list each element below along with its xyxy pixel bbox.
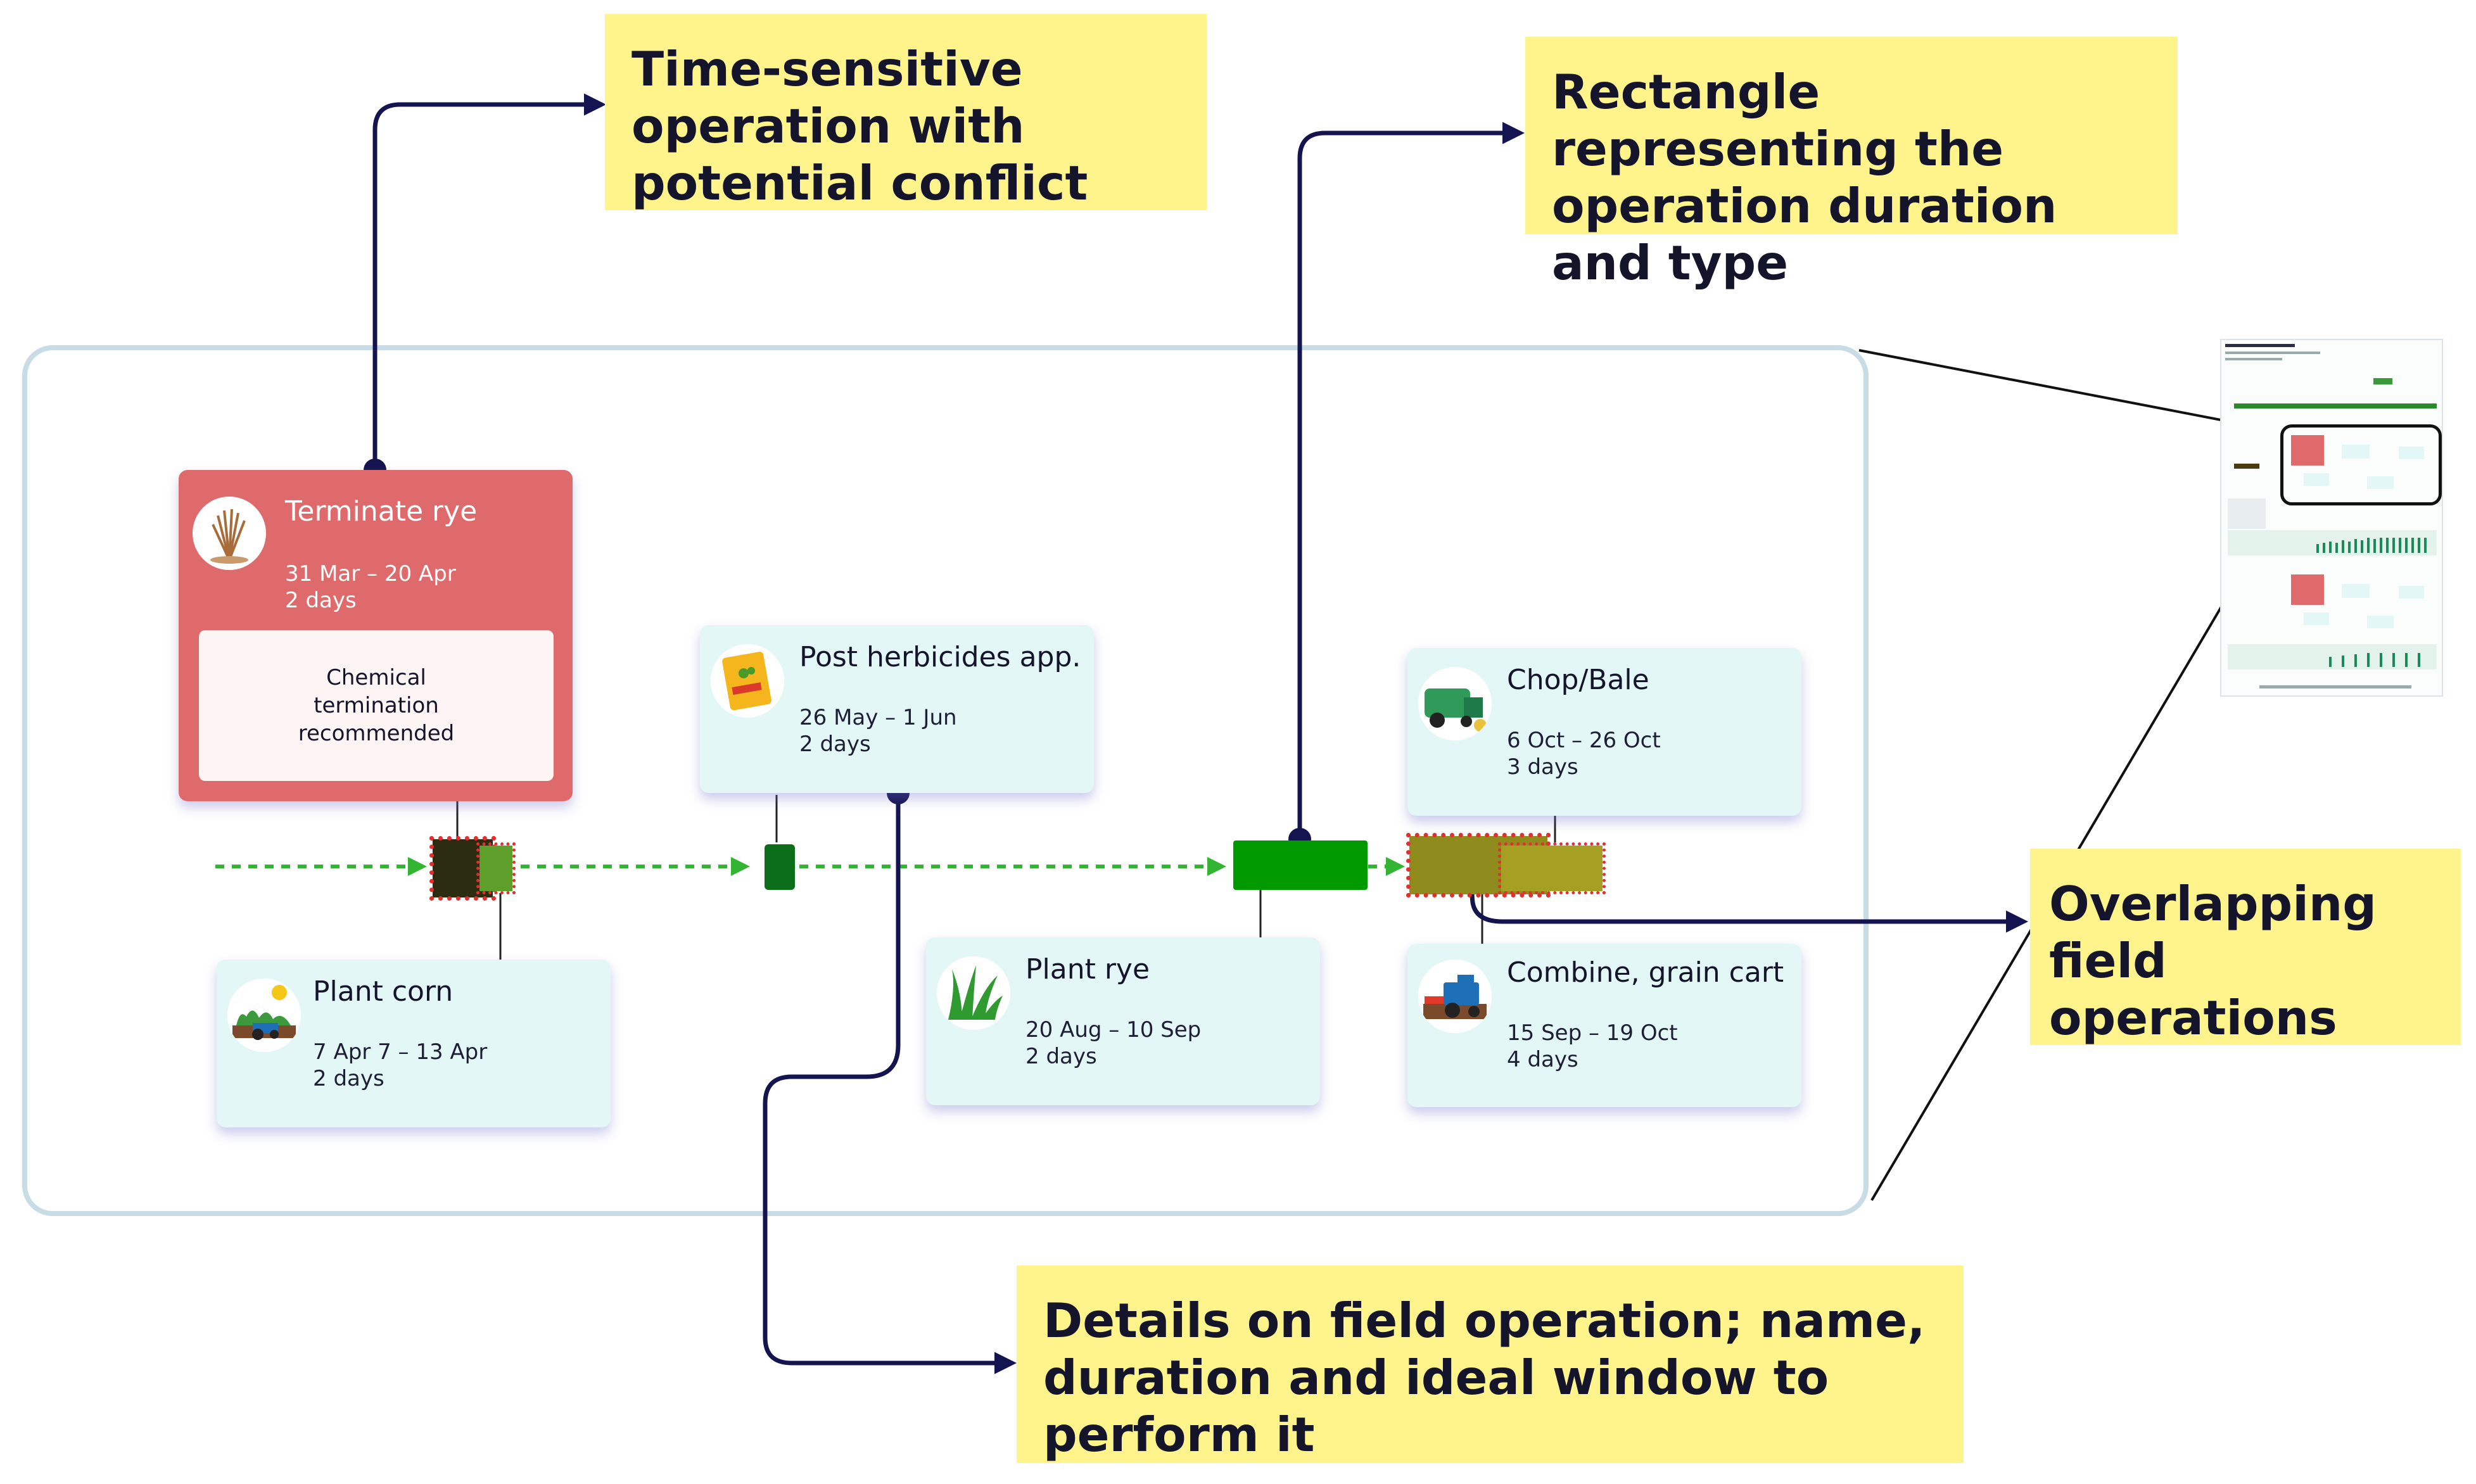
card-title: Plant corn [313,975,454,1008]
card-plant-corn[interactable]: Plant corn 7 Apr 7 – 13 Apr 2 days [217,960,611,1127]
card-duration: 3 days [1507,754,1578,780]
note-text: Rectangle representing the operation dur… [1552,64,2057,291]
card-duration: 2 days [799,732,871,757]
note-text: Overlapping field operations [2049,876,2377,1046]
card-window: 20 Aug – 10 Sep [1025,1017,1202,1043]
card-title: Chop/Bale [1507,664,1649,696]
zoom-line-top [1858,349,2287,434]
termination-recommendation: Chemical termination recommended [199,630,554,781]
card-title: Terminate rye [285,495,478,528]
herbicide-bag-icon [711,644,784,718]
card-chop-bale[interactable]: Chop/Bale 6 Oct – 26 Oct 3 days [1407,648,1801,816]
card-title: Combine, grain cart [1507,956,1784,989]
card-window: 7 Apr 7 – 13 Apr [313,1039,488,1065]
card-terminate-rye[interactable]: Terminate rye 31 Mar – 20 Apr 2 days Che… [179,470,573,801]
tractor-planting-icon [227,979,301,1052]
card-title: Post herbicides app. [799,641,1081,673]
card-title: Plant rye [1025,953,1150,986]
block-chop-bale[interactable] [1498,842,1606,894]
dry-rye-icon [193,497,266,570]
card-window: 26 May – 1 Jun [799,705,957,730]
card-post-herbicides[interactable]: Post herbicides app. 26 May – 1 Jun 2 da… [700,625,1094,793]
note-rectangle: Rectangle representing the operation dur… [1525,37,2178,291]
card-window: 31 Mar – 20 Apr [285,561,456,587]
block-plant-corn[interactable] [476,842,516,894]
note-text: Time-sensitive operation with potential … [632,41,1088,211]
page-thumbnail [2220,339,2443,697]
block-plant-rye[interactable] [1233,840,1368,890]
combine-harvester-icon [1418,960,1492,1033]
note-text: Details on field operation; name, durati… [1043,1293,1926,1462]
card-window: 15 Sep – 19 Oct [1507,1020,1678,1046]
alert-message-text: Chemical termination recommended [298,665,455,746]
card-combine[interactable]: Combine, grain cart 15 Sep – 19 Oct 4 da… [1407,944,1801,1107]
card-duration: 2 days [285,588,357,613]
thumbnail-zoom-box [2280,424,2442,505]
connector-rectangle [1297,122,1525,839]
note-details: Details on field operation; name, durati… [1017,1265,1964,1463]
baler-icon [1418,667,1492,740]
connector-conflict [372,93,606,470]
card-plant-rye[interactable]: Plant rye 20 Aug – 10 Sep 2 days [926,937,1320,1105]
card-window: 6 Oct – 26 Oct [1507,728,1661,753]
note-overlap: Overlapping field operations [2030,849,2461,1046]
card-duration: 2 days [313,1066,384,1091]
card-duration: 4 days [1507,1047,1578,1072]
grass-icon [937,956,1010,1030]
thumbnail-graphic [2225,344,2437,688]
note-conflict: Time-sensitive operation with potential … [605,14,1207,211]
block-post-herbicides[interactable] [765,844,795,890]
card-duration: 2 days [1025,1044,1097,1069]
connector-details [763,793,1017,1374]
